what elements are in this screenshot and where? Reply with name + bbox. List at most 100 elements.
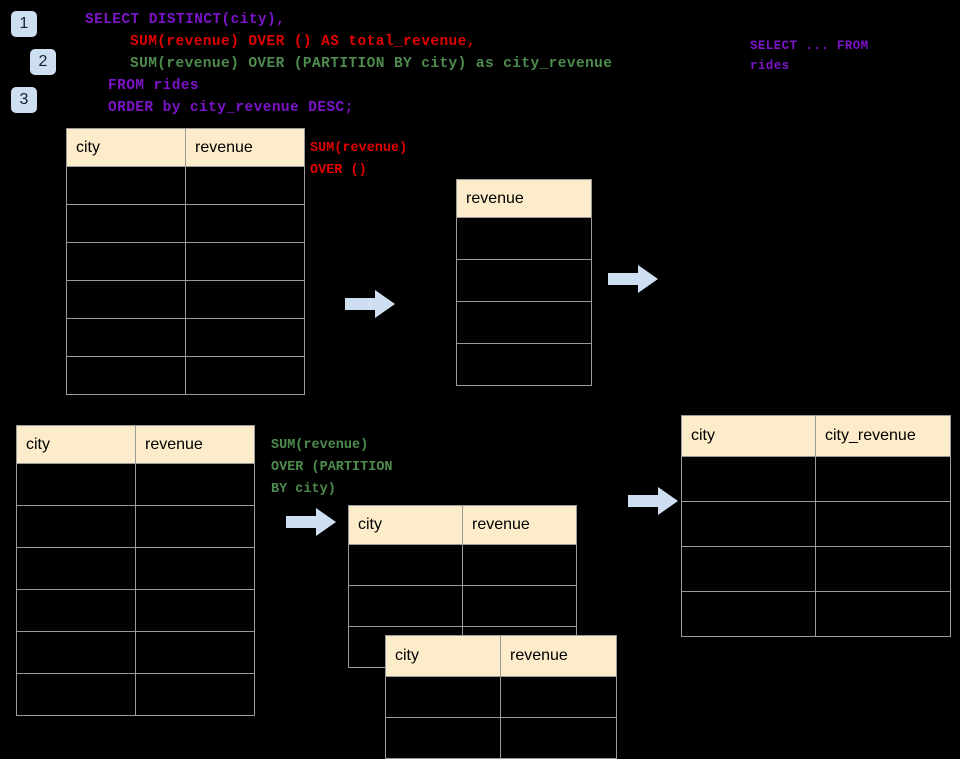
column-header-city: city bbox=[681, 415, 816, 457]
annotation-partition-by-city: SUM(revenue) OVER (PARTITION BY city) bbox=[271, 438, 393, 497]
table-source-bottom: city revenue bbox=[16, 425, 255, 716]
cell bbox=[66, 318, 186, 357]
cell bbox=[135, 505, 255, 548]
cell bbox=[456, 343, 592, 386]
table-row bbox=[348, 544, 577, 586]
sql-line-select: SELECT DISTINCT(city), bbox=[85, 12, 286, 28]
arrow-source-to-partition bbox=[286, 508, 336, 536]
table-row bbox=[66, 356, 305, 395]
cell bbox=[185, 166, 305, 205]
table-row bbox=[385, 717, 617, 759]
table-row bbox=[16, 505, 255, 548]
cell bbox=[348, 585, 463, 627]
cell bbox=[385, 676, 501, 718]
cell bbox=[385, 717, 501, 759]
column-header-city: city bbox=[66, 128, 186, 167]
sql-line-order-by: ORDER by city_revenue DESC; bbox=[108, 100, 354, 116]
cell bbox=[462, 585, 577, 627]
cell bbox=[135, 463, 255, 506]
cell bbox=[500, 676, 617, 718]
table-source-top: city revenue bbox=[66, 128, 305, 395]
column-header-revenue: revenue bbox=[500, 635, 617, 677]
table-row bbox=[66, 242, 305, 281]
diagram-canvas: 1 2 3 SELECT DISTINCT(city), SUM(revenue… bbox=[11, 11, 951, 759]
column-header-city: city bbox=[348, 505, 463, 545]
cell bbox=[815, 501, 951, 547]
cell bbox=[16, 673, 136, 716]
table-row bbox=[681, 591, 951, 637]
column-header-revenue: revenue bbox=[462, 505, 577, 545]
cell bbox=[681, 546, 816, 592]
cell bbox=[66, 204, 186, 243]
sql-line-from: FROM rides bbox=[108, 78, 200, 94]
table-partition-b: city revenue bbox=[385, 635, 617, 759]
cell bbox=[681, 501, 816, 547]
table-header-row: revenue bbox=[456, 179, 592, 218]
table-row bbox=[16, 589, 255, 632]
table-row bbox=[66, 318, 305, 357]
cell bbox=[66, 356, 186, 395]
cell bbox=[185, 280, 305, 319]
cell bbox=[66, 166, 186, 205]
column-header-city: city bbox=[385, 635, 501, 677]
cell bbox=[16, 505, 136, 548]
table-header-row: city revenue bbox=[66, 128, 305, 167]
table-row bbox=[16, 463, 255, 506]
arrow-partition-to-result bbox=[628, 487, 678, 515]
table-header-row: city city_revenue bbox=[681, 415, 951, 457]
arrow-total-to-result bbox=[608, 265, 658, 293]
cell bbox=[135, 631, 255, 674]
table-row bbox=[16, 673, 255, 716]
step-badge-2: 2 bbox=[30, 49, 56, 75]
cell bbox=[348, 544, 463, 586]
table-row bbox=[348, 585, 577, 627]
cell bbox=[16, 463, 136, 506]
column-header-revenue: revenue bbox=[456, 179, 592, 218]
cell bbox=[815, 546, 951, 592]
cell bbox=[185, 318, 305, 357]
table-header-row: city revenue bbox=[348, 505, 577, 545]
cell bbox=[456, 301, 592, 344]
table-row bbox=[681, 456, 951, 502]
table-row bbox=[66, 166, 305, 205]
cell bbox=[815, 456, 951, 502]
cell bbox=[815, 591, 951, 637]
table-row bbox=[66, 280, 305, 319]
cell bbox=[681, 456, 816, 502]
table-row bbox=[456, 259, 592, 302]
step-badge-1: 1 bbox=[11, 11, 37, 37]
sql-side-note: SELECT ... FROM rides bbox=[750, 39, 869, 73]
table-row bbox=[681, 546, 951, 592]
sql-line-total-revenue: SUM(revenue) OVER () AS total_revenue, bbox=[130, 34, 476, 50]
column-header-revenue: revenue bbox=[185, 128, 305, 167]
cell bbox=[456, 217, 592, 260]
table-total-revenue: revenue bbox=[456, 179, 592, 386]
cell bbox=[500, 717, 617, 759]
cell bbox=[66, 242, 186, 281]
cell bbox=[456, 259, 592, 302]
cell bbox=[16, 631, 136, 674]
column-header-city: city bbox=[16, 425, 136, 464]
column-header-revenue: revenue bbox=[135, 425, 255, 464]
cell bbox=[185, 242, 305, 281]
cell bbox=[66, 280, 186, 319]
cell bbox=[16, 589, 136, 632]
table-header-row: city revenue bbox=[16, 425, 255, 464]
cell bbox=[135, 589, 255, 632]
step-badge-3: 3 bbox=[11, 87, 37, 113]
sql-line-city-revenue: SUM(revenue) OVER (PARTITION BY city) as… bbox=[130, 56, 613, 72]
table-row bbox=[66, 204, 305, 243]
cell bbox=[135, 547, 255, 590]
table-row bbox=[16, 631, 255, 674]
table-row bbox=[16, 547, 255, 590]
cell bbox=[185, 204, 305, 243]
table-header-row: city revenue bbox=[385, 635, 617, 677]
annotation-over-empty: SUM(revenue) OVER () bbox=[310, 141, 408, 178]
table-row bbox=[385, 676, 617, 718]
cell bbox=[462, 544, 577, 586]
cell bbox=[681, 591, 816, 637]
arrow-source-to-total bbox=[345, 290, 395, 318]
table-result: city city_revenue bbox=[681, 415, 951, 637]
table-row bbox=[681, 501, 951, 547]
cell bbox=[135, 673, 255, 716]
